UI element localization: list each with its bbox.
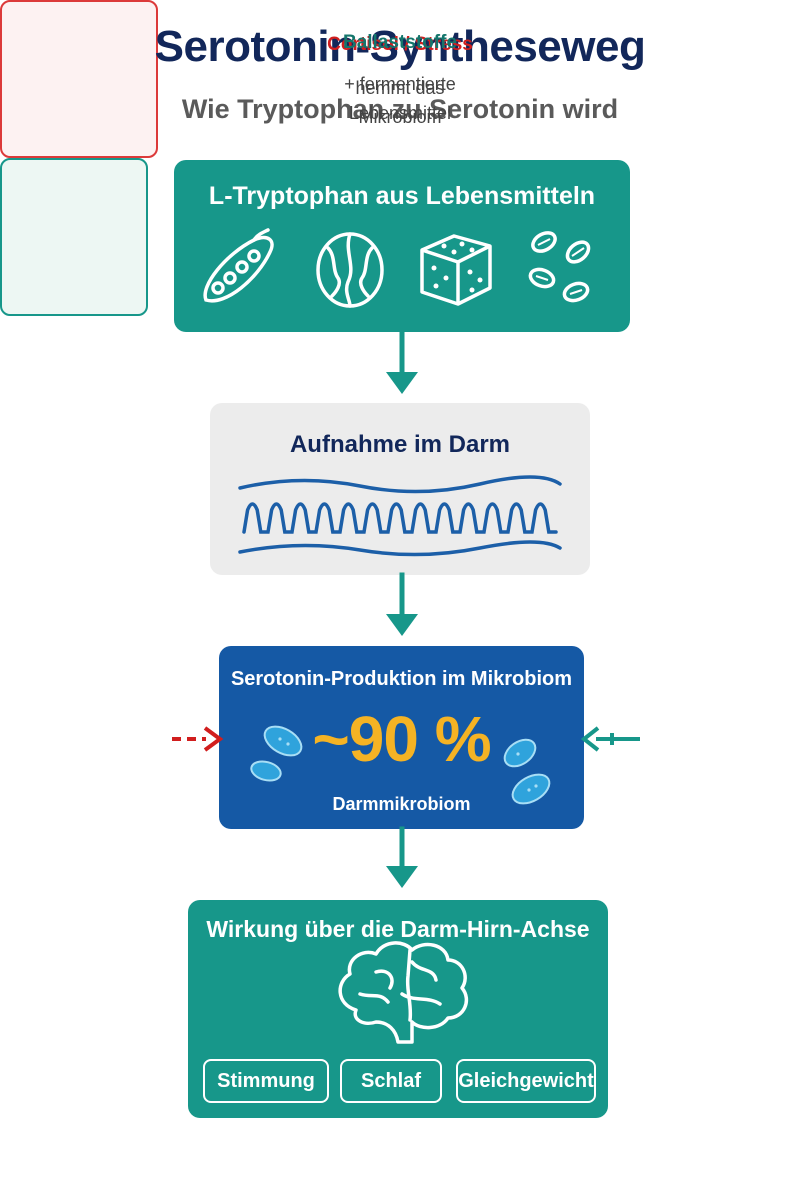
- arrow-stress-inhibits: [172, 726, 224, 752]
- seeds-icon: [528, 231, 591, 303]
- serotonin-percentage: ~90 %: [312, 703, 491, 775]
- effect-step-title: Wirkung über die Darm-Hirn-Achse: [206, 916, 590, 942]
- page-subtitle: Wie Tryptophan zu Serotonin wird: [181, 94, 619, 124]
- tofu-cube-icon: [420, 234, 492, 306]
- walnut-icon: [316, 232, 384, 308]
- stress-factor-description: hemmt das Mikrobiom: [355, 78, 445, 127]
- absorption-step-title: Aufnahme im Darm: [289, 431, 511, 458]
- arrow-fiber-supports: [580, 726, 640, 752]
- food-step-title: L-Tryptophan aus Lebensmitteln: [208, 182, 596, 210]
- production-step-box: Serotonin-Produktion im Mikrobiom ~90 % …: [219, 646, 584, 829]
- effect-tag-balance: Gleichgewicht: [456, 1059, 596, 1103]
- pea-pod-icon: [203, 228, 274, 303]
- effect-tag-sleep: Schlaf: [340, 1059, 442, 1103]
- stress-factor-title: Cortisol / Stress: [327, 34, 473, 55]
- stress-factor-box: Cortisol / Stress hemmt das Mikrobiom: [0, 0, 473, 158]
- fiber-factor-title: Ballaststoffe: [342, 32, 458, 53]
- fiber-factor-description: + fermentierte Lebensmittel: [344, 74, 456, 123]
- absorption-step-box: Aufnahme im Darm: [210, 403, 590, 575]
- microbiome-caption: Darmmikrobiom: [332, 794, 471, 814]
- fiber-factor-box: Ballaststoffe + fermentierte Lebensmitte…: [0, 32, 457, 316]
- page-title: Serotonin-Syntheseweg: [154, 22, 646, 71]
- production-step-title: Serotonin-Produktion im Mikrobiom: [230, 668, 573, 690]
- effect-tag-mood: Stimmung: [203, 1059, 329, 1103]
